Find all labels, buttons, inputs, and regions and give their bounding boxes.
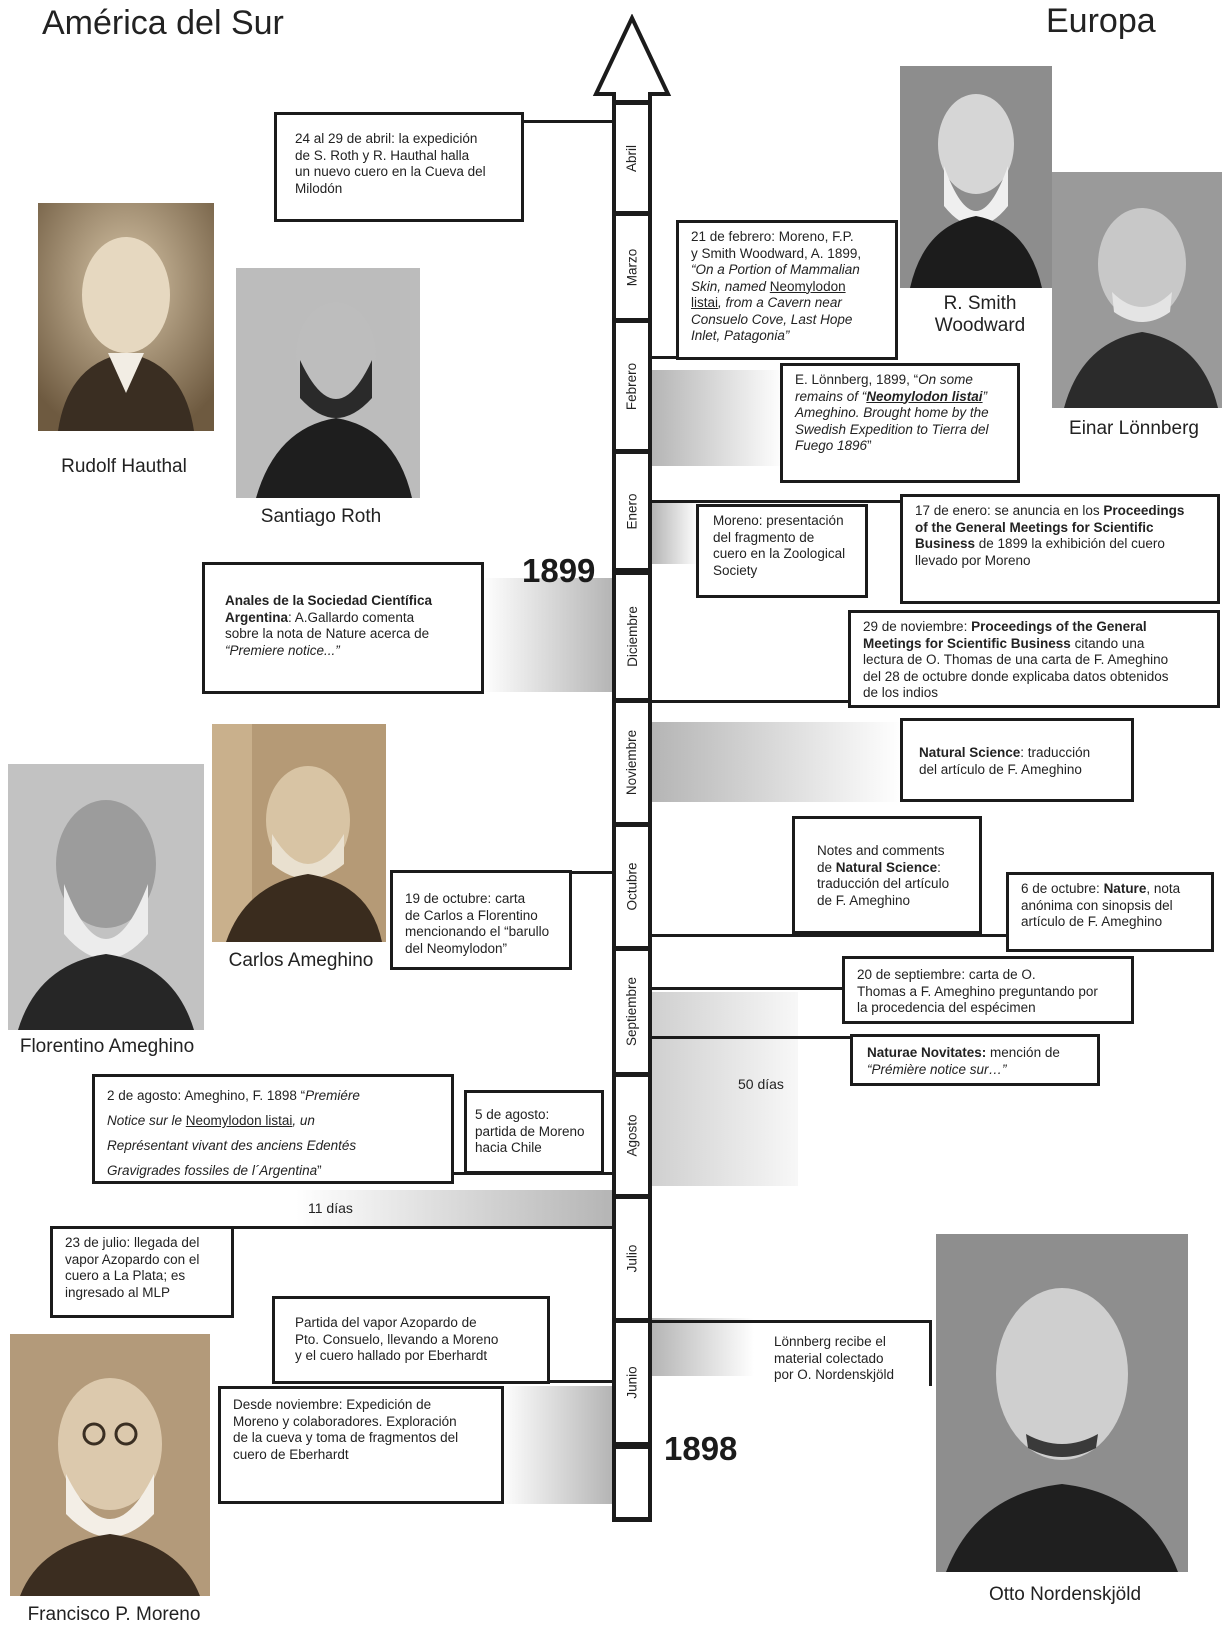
portrait-carlos-ameghino	[212, 724, 386, 942]
event-box-17-enero: 17 de enero: se anuncia en los Proceedin…	[900, 494, 1220, 604]
connector-junio-right	[650, 1320, 932, 1323]
month-label-septiembre: Septiembre	[624, 976, 640, 1047]
portrait-einar-lonnberg	[1052, 172, 1222, 408]
portrait-francisco-p-moreno	[10, 1334, 210, 1596]
event-box-naturae-novitates: Naturae Novitates: mención de “Prémière …	[850, 1034, 1100, 1086]
month-label-octubre: Octubre	[624, 862, 640, 911]
portrait-santiago-roth	[236, 268, 420, 498]
month-tick	[612, 449, 652, 454]
event-box-19-octubre: 19 de octubre: carta de Carlos a Florent…	[390, 870, 572, 970]
event-box-29-noviembre: 29 de noviembre: Proceedings of the Gene…	[848, 610, 1220, 708]
portrait-rudolf-hauthal	[38, 203, 214, 431]
month-tick	[612, 946, 652, 951]
month-tick	[612, 318, 652, 323]
caption-florentino-ameghino: Florentino Ameghino	[19, 1036, 195, 1057]
event-box-moreno-zoological: Moreno: presentación del fragmento de cu…	[696, 504, 868, 598]
event-box-5-agosto: 5 de agosto: partida de Moreno hacia Chi…	[464, 1090, 604, 1174]
month-label-diciembre: Diciembre	[624, 606, 640, 667]
shade-11dias	[296, 1190, 612, 1226]
connector-diciembre	[650, 700, 850, 703]
month-label-junio: Junio	[624, 1366, 640, 1399]
event-box-23-julio: 23 de julio: llegada del vapor Azopardo …	[50, 1226, 234, 1318]
shade-enero	[652, 502, 698, 564]
event-text-lonnberg-recibe: Lönnberg recibe el material colectado po…	[774, 1334, 895, 1382]
year-label-1899: 1899	[522, 552, 596, 589]
event-box-20-septiembre: 20 de septiembre: carta de O. Thomas a F…	[842, 956, 1134, 1024]
event-box-abril: 24 al 29 de abril: la expedición de S. R…	[274, 112, 524, 222]
event-box-natural-science: Natural Science: traducción del artículo…	[900, 718, 1134, 802]
event-box-desde-noviembre: Desde noviembre: Expedición de Moreno y …	[218, 1386, 504, 1504]
event-box-anales: Anales de la Sociedad Científica Argenti…	[202, 562, 484, 694]
caption-otto-nordenskjold: Otto Nordenskjöld	[988, 1584, 1142, 1605]
interval-50-dias: 50 días	[738, 1076, 784, 1092]
connector-junio-left	[540, 1380, 616, 1383]
month-tick	[612, 211, 652, 216]
portrait-r-smith-woodward	[900, 66, 1052, 288]
portrait-otto-nordenskjold	[936, 1234, 1188, 1572]
connector-octubre-right	[650, 934, 1010, 937]
portrait-florentino-ameghino	[8, 764, 204, 1030]
month-tick	[612, 1442, 652, 1449]
caption-santiago-roth: Santiago Roth	[260, 506, 382, 527]
connector-enero	[650, 500, 900, 503]
month-label-agosto: Agosto	[624, 1114, 640, 1157]
shade-febrero	[652, 370, 784, 466]
year-label-1898: 1898	[664, 1430, 738, 1467]
month-tick	[612, 1072, 652, 1077]
month-label-abril: Abril	[624, 144, 640, 172]
caption-carlos-ameghino: Carlos Ameghino	[228, 950, 374, 971]
event-box-lonnberg-1899: E. Lönnberg, 1899, “On some remains of “…	[780, 363, 1020, 483]
event-box-2-agosto: 2 de agosto: Ameghino, F. 1898 “Premiére…	[92, 1074, 454, 1184]
month-label-marzo: Marzo	[624, 248, 640, 286]
connector-julio	[50, 1226, 616, 1229]
event-box-notes-comments: Notes and comments de Natural Science: t…	[792, 816, 982, 934]
shade-anales	[482, 578, 612, 692]
shade-50dias	[652, 992, 798, 1186]
month-tick	[612, 568, 652, 575]
interval-11-dias: 11 días	[308, 1200, 353, 1216]
event-box-21-febrero: 21 de febrero: Moreno, F.P. y Smith Wood…	[676, 220, 898, 360]
connector-septiembre	[650, 987, 846, 990]
connector-marzo	[650, 356, 682, 359]
connector-abril	[520, 120, 616, 123]
connector-naturae	[650, 1036, 854, 1039]
region-title-south-america: América del Sur	[42, 4, 284, 42]
month-tick	[612, 698, 652, 703]
shade-nov-exp	[500, 1386, 612, 1504]
event-box-partida-azopardo: Partida del vapor Azopardo de Pto. Consu…	[272, 1296, 550, 1384]
month-label-julio: Julio	[624, 1244, 640, 1273]
timeline-arrowhead	[592, 14, 672, 102]
month-tick	[612, 100, 652, 105]
month-label-febrero: Febrero	[624, 362, 640, 410]
event-box-6-octubre: 6 de octubre: Nature, nota anónima con s…	[1006, 872, 1214, 952]
month-tick	[612, 1318, 652, 1323]
connector-junio-drop	[929, 1320, 932, 1386]
timeline-axis	[612, 100, 652, 1522]
caption-r-smith-woodward: R. Smith Woodward	[934, 293, 1026, 336]
caption-rudolf-hauthal: Rudolf Hauthal	[61, 456, 187, 477]
month-tick	[612, 1517, 652, 1522]
caption-einar-lonnberg: Einar Lönnberg	[1069, 418, 1199, 439]
region-title-europe: Europa	[1046, 2, 1156, 40]
month-tick	[612, 1194, 652, 1199]
shade-junio	[652, 1318, 754, 1376]
month-label-noviembre: Noviembre	[624, 729, 640, 796]
month-label-enero: Enero	[624, 492, 640, 530]
shade-noviembre	[652, 722, 902, 802]
caption-francisco-p-moreno: Francisco P. Moreno	[27, 1604, 201, 1625]
month-tick	[612, 822, 652, 827]
